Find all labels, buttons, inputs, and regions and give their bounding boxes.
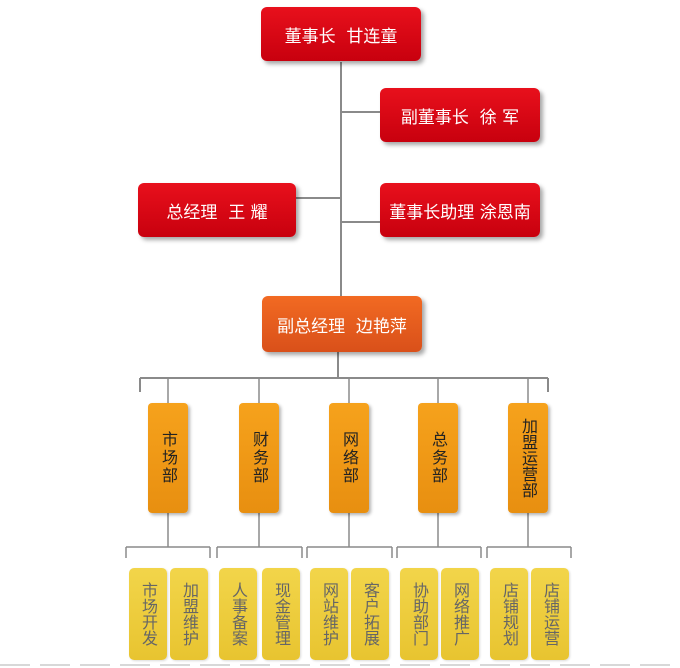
dept-finance-label: 财务部	[250, 431, 269, 485]
chairman-assistant-box: 董事长助理 涂恩南	[380, 183, 540, 237]
chairman-box: 董事长 甘连童	[261, 7, 421, 61]
sub-client-expansion: 客户拓展	[351, 568, 389, 660]
sub-label: 客户拓展	[361, 582, 380, 646]
sub-store-operations: 店铺运营	[531, 568, 569, 660]
sub-label: 店铺运营	[541, 582, 560, 646]
general-manager-label: 总经理 王 耀	[166, 202, 268, 223]
sub-label: 店铺规划	[500, 582, 519, 646]
sub-online-promotion: 网络推广	[441, 568, 479, 660]
dept-finance: 财务部	[239, 403, 279, 513]
sub-label: 现金管理	[272, 582, 291, 646]
sub-label: 市场开发	[139, 582, 158, 646]
vice-chairman-box: 副董事长 徐 军	[380, 88, 540, 142]
sub-label: 人事备案	[229, 582, 248, 646]
dept-network-label: 网络部	[340, 431, 359, 485]
dept-market: 市场部	[148, 403, 188, 513]
dept-general-affairs: 总务部	[418, 403, 458, 513]
sub-website-maintenance: 网站维护	[310, 568, 348, 660]
general-manager-box: 总经理 王 耀	[138, 183, 296, 237]
sub-label: 加盟维护	[180, 582, 199, 646]
sub-hr-filing: 人事备案	[219, 568, 257, 660]
chairman-label: 董事长 甘连童	[284, 26, 398, 47]
sub-market-development: 市场开发	[129, 568, 167, 660]
deputy-gm-label: 副总经理 边艳萍	[277, 316, 407, 337]
sub-store-planning: 店铺规划	[490, 568, 528, 660]
dept-general-affairs-label: 总务部	[429, 431, 448, 485]
sub-franchise-maintenance: 加盟维护	[170, 568, 208, 660]
sub-label: 网络推广	[451, 582, 470, 646]
sub-assist-departments: 协助部门	[400, 568, 438, 660]
dept-network: 网络部	[329, 403, 369, 513]
dept-franchise-ops: 加盟运营部	[508, 403, 548, 513]
sub-label: 网站维护	[320, 582, 339, 646]
deputy-gm-box: 副总经理 边艳萍	[262, 296, 422, 352]
bottom-edge-line	[0, 664, 680, 666]
dept-market-label: 市场部	[159, 431, 178, 485]
sub-cash-management: 现金管理	[262, 568, 300, 660]
vice-chairman-label: 副董事长 徐 军	[400, 107, 520, 128]
sub-label: 协助部门	[410, 582, 429, 646]
chairman-assistant-label: 董事长助理 涂恩南	[389, 202, 531, 223]
dept-franchise-ops-label: 加盟运营部	[519, 418, 538, 498]
